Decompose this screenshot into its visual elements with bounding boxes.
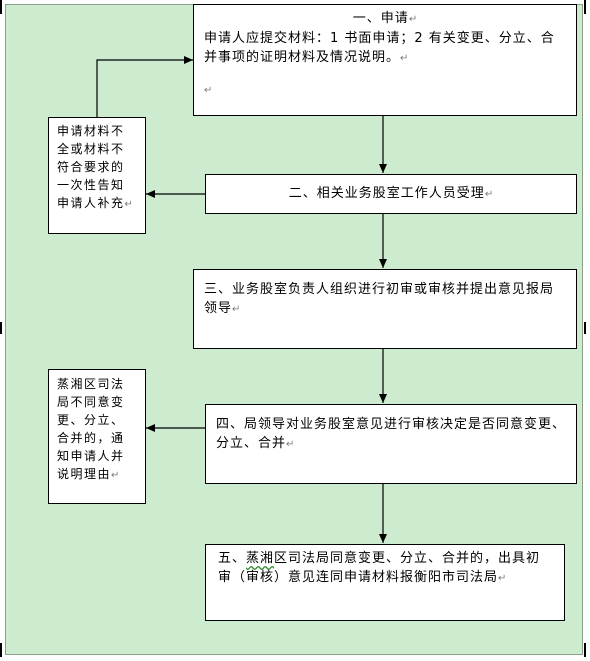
paragraph-mark: ↵ [204, 85, 213, 96]
step1-body-line: 申请人应提交材料：1 书面申请；2 有关变更、分立、合并事项的证明材料及情况说明… [204, 29, 566, 68]
crop-mark-bottom-right [584, 643, 586, 657]
paragraph-mark: ↵ [408, 14, 418, 25]
crop-mark-top-right [584, 0, 586, 14]
side-box-incomplete: 申请材料不全或材料不符合要求的一次性告知申请人补充↵ [48, 117, 146, 234]
step5-box: 五、蒸湘区司法局同意变更、分立、合并的，出具初审（审核）意见连同申请材料报衡阳市… [205, 544, 565, 621]
crop-mark-mid-right [584, 322, 586, 334]
paragraph-mark: ↵ [498, 573, 507, 584]
step1-title-line: 一、申请↵ [204, 9, 566, 29]
step4-box: 四、局领导对业务股室意见进行审核决定是否同意变更、分立、合并↵ [205, 404, 577, 484]
step3-body: 三、业务股室负责人组织进行初审或审核并提出意见报局领导 [204, 282, 555, 316]
paragraph-mark: ↵ [400, 53, 409, 64]
step1-box: 一、申请↵ 申请人应提交材料：1 书面申请；2 有关变更、分立、合并事项的证明材… [193, 4, 577, 116]
step2-box: 二、相关业务股室工作人员受理↵ [205, 174, 577, 214]
arrow-side-incomplete-to-step1 [96, 56, 193, 117]
step5-body: 区司法局同意变更、分立、合并的，出具初审（审核）意见连同申请材料报衡阳市司法局 [218, 551, 541, 585]
crop-mark-mid-left [0, 322, 2, 334]
crop-mark-bottom-left [0, 643, 2, 657]
step4-body: 四、局领导对业务股室意见进行审核决定是否同意变更、分立、合并 [216, 417, 567, 451]
step5-district-name: 蒸湘 [246, 551, 275, 566]
paragraph-mark: ↵ [484, 189, 494, 200]
paragraph-mark: ↵ [286, 439, 295, 450]
step1-body: 申请人应提交材料：1 书面申请；2 有关变更、分立、合并事项的证明材料及情况说明… [204, 31, 555, 65]
paragraph-mark: ↵ [111, 470, 120, 481]
step1-title: 一、申请 [352, 11, 409, 26]
side-reject-body: 蒸湘区司法局不同意变更、分立、合并的，通知申请人并说明理由 [57, 377, 125, 481]
step1-empty-line: ↵ [204, 80, 566, 100]
side-box-reject: 蒸湘区司法局不同意变更、分立、合并的，通知申请人并说明理由↵ [48, 369, 146, 504]
step2-body: 二、相关业务股室工作人员受理 [288, 186, 485, 201]
paragraph-mark: ↵ [124, 199, 133, 210]
step3-box: 三、业务股室负责人组织进行初审或审核并提出意见报局领导↵ [193, 269, 577, 349]
paragraph-mark: ↵ [232, 304, 241, 315]
step5-prefix: 五、 [218, 551, 247, 566]
side-incomplete-body: 申请材料不全或材料不符合要求的一次性告知申请人补充 [57, 124, 125, 210]
crop-mark-top-left [0, 0, 2, 14]
